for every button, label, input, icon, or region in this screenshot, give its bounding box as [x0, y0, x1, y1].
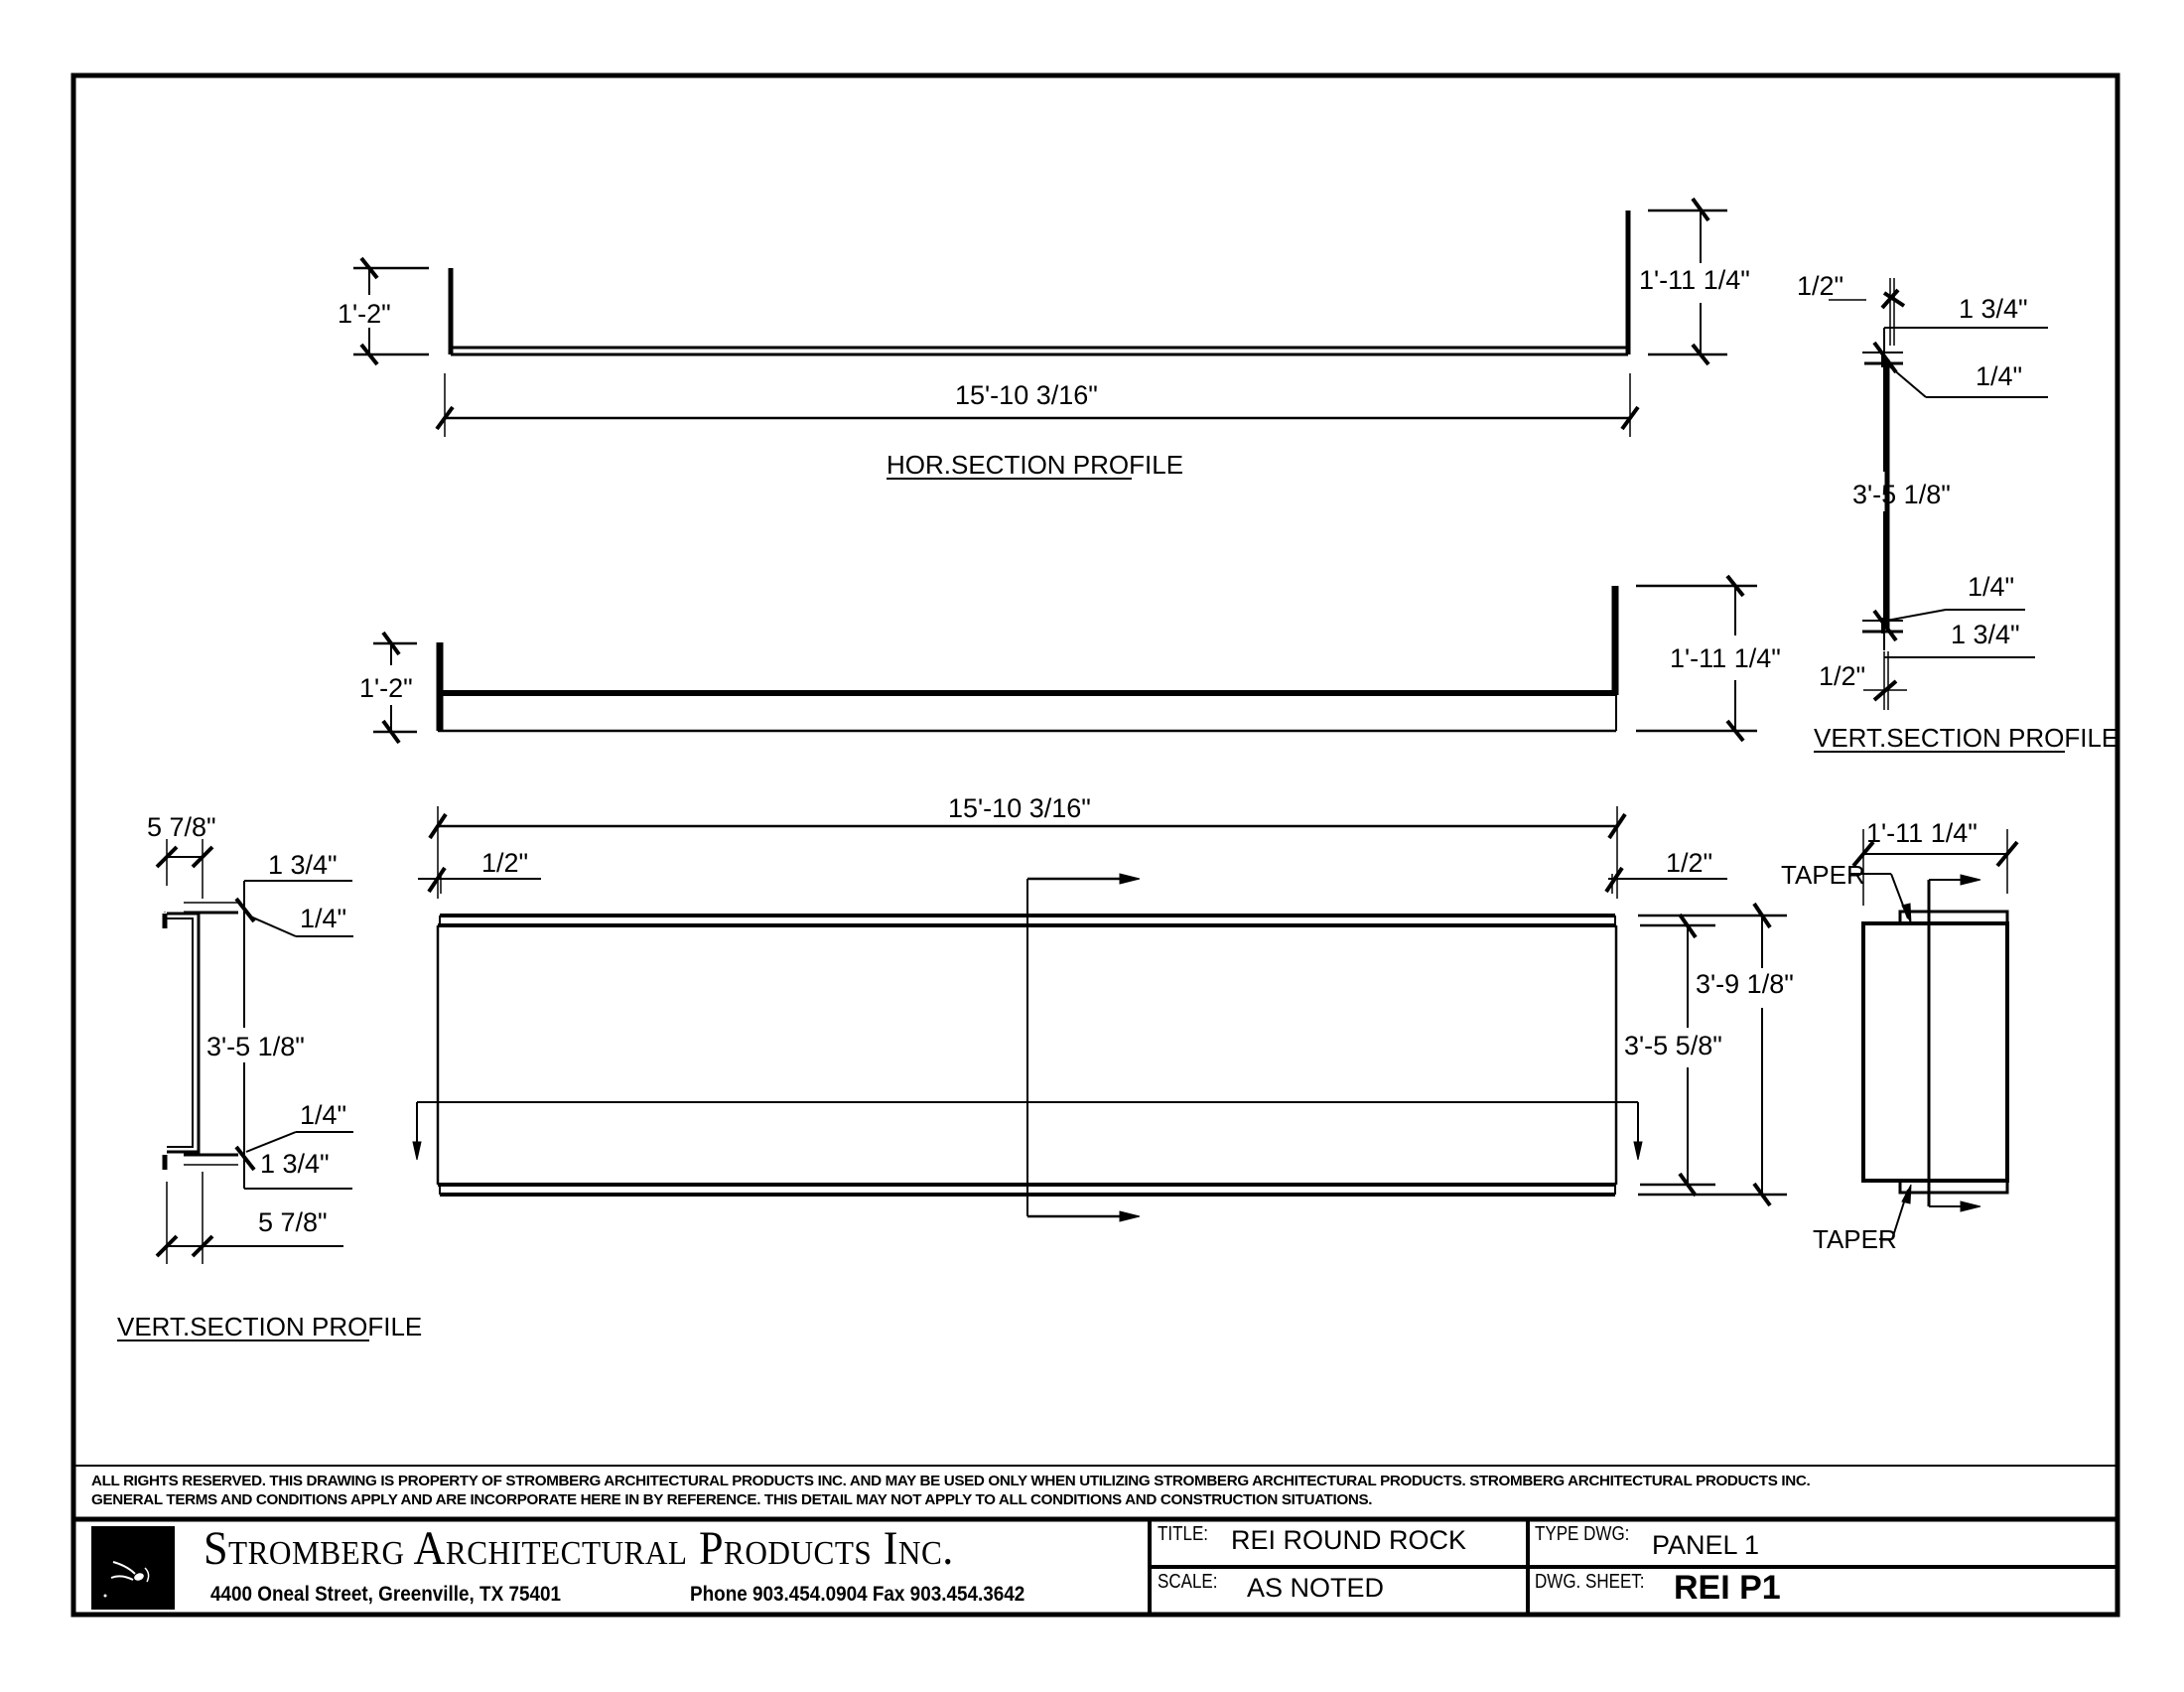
- section-cut-vertical: [1026, 873, 1141, 1222]
- dim-text-inner-height: 3'-5 5/8": [1624, 1031, 1722, 1060]
- type-dwg-value: PANEL 1: [1652, 1530, 1760, 1560]
- dimension-bottom-depth: [155, 1172, 343, 1264]
- dim-text-right-leg: 1'-11 1/4": [1639, 265, 1750, 295]
- copyright-notice: ALL RIGHTS RESERVED. THIS DRAWING IS PRO…: [91, 1472, 2107, 1509]
- note-taper-top: TAPER: [1781, 860, 1865, 890]
- dimension-right-leg: [1636, 574, 1757, 743]
- profile-shape: [448, 211, 1631, 356]
- dim-text-top-flange: 1 3/4": [268, 850, 338, 880]
- dim-text-bottom-flange: 1 3/4": [1951, 620, 2020, 649]
- title-value: REI ROUND ROCK: [1231, 1525, 1467, 1555]
- dim-text-left-leg: 1'-2": [359, 673, 413, 703]
- dim-text-bottom-return: 1/2": [1819, 661, 1865, 691]
- dim-text-bottom-flange: 1 3/4": [260, 1149, 330, 1179]
- dim-text-height: 3'-5 1/8": [1852, 480, 1951, 509]
- profile-shape: [436, 586, 1619, 733]
- dim-text-right-leg: 1'-11 1/4": [1670, 643, 1781, 673]
- view-title-vert-section-left: VERT.SECTION PROFILE: [117, 1312, 422, 1341]
- dimension-left-leg: [373, 631, 417, 745]
- company-logo-icon: [91, 1526, 175, 1610]
- company-contact: Phone 903.454.0904 Fax 903.454.3642: [690, 1583, 1025, 1606]
- dim-text-left-leg: 1'-2": [338, 299, 391, 329]
- scale-value: AS NOTED: [1247, 1573, 1385, 1603]
- dim-text-top-gap: 1/4": [1976, 361, 2022, 391]
- profile-shape: [162, 902, 238, 1170]
- dimension-right-leg: [1648, 197, 1727, 366]
- dim-text-top-return: 1/2": [1797, 271, 1843, 301]
- dim-text-width: 1'-11 1/4": [1866, 818, 1978, 848]
- dimension-length: [428, 806, 1627, 899]
- dimension-length: [435, 373, 1640, 437]
- dimension-top-depth: [155, 839, 214, 899]
- dim-text-overall-height: 3'-9 1/8": [1696, 969, 1794, 999]
- end-view: 1'-11 1/4" TAPER TAPER: [1781, 818, 2019, 1254]
- dim-text-top-depth: 5 7/8": [147, 812, 216, 842]
- dimension-height: [234, 880, 353, 1190]
- taper-leaders: [1850, 873, 1912, 1240]
- type-dwg-label: TYPE DWG:: [1535, 1523, 1630, 1545]
- dim-text-length: 15'-10 3/16": [948, 793, 1091, 823]
- view-title-hor-section: HOR.SECTION PROFILE: [887, 450, 1183, 480]
- dimension-top-return: [1829, 278, 1906, 346]
- plan-profile-view: 1'-2" 1'-11 1/4": [359, 574, 1781, 745]
- sheet-border: [70, 72, 2120, 1618]
- notice-line-2: GENERAL TERMS AND CONDITIONS APPLY AND A…: [91, 1491, 1373, 1508]
- dimension-left-offset: [418, 866, 541, 894]
- dimension-bottom-return: [1863, 651, 1907, 710]
- dim-text-top-gap: 1/4": [300, 904, 346, 933]
- dwg-sheet-label: DWG. SHEET:: [1535, 1571, 1645, 1593]
- note-taper-bottom: TAPER: [1813, 1224, 1897, 1254]
- dim-text-bottom-gap: 1/4": [1968, 572, 2014, 602]
- dim-text-length: 15'-10 3/16": [955, 380, 1098, 410]
- dwg-sheet-value: REI P1: [1674, 1569, 1781, 1607]
- dim-text-left-offset: 1/2": [481, 848, 528, 878]
- dim-text-bottom-gap: 1/4": [300, 1100, 346, 1130]
- section-cut-horizontal: [412, 1101, 1643, 1161]
- title-block-grid: [73, 1465, 2117, 1615]
- elevation-view: 15'-10 3/16" 1/2" 1/2" 3'-9: [412, 793, 1794, 1222]
- dim-text-height: 3'-5 1/8": [206, 1032, 305, 1061]
- dimension-left-leg: [353, 256, 429, 366]
- dimension-heights: [1638, 902, 1787, 1207]
- company-address: 4400 Oneal Street, Greenville, TX 75401: [210, 1583, 562, 1606]
- vert-section-profile-right-view: 1/2" 1 3/4" 1/4" 3'-5 1/8" 1/4" 1 3/4": [1797, 271, 2118, 753]
- dim-text-right-offset: 1/2": [1666, 848, 1712, 878]
- dim-text-bottom-depth: 5 7/8": [258, 1207, 328, 1237]
- end-view-section-arrows: [1929, 874, 1981, 1212]
- scale-label: SCALE:: [1158, 1571, 1218, 1593]
- notice-line-1: ALL RIGHTS RESERVED. THIS DRAWING IS PRO…: [91, 1473, 1811, 1489]
- company-name: Stromberg Architectural Products Inc.: [204, 1522, 954, 1575]
- title-label: TITLE:: [1158, 1523, 1209, 1545]
- dimension-height: [1862, 327, 2048, 658]
- dimension-right-offset: [1604, 866, 1727, 894]
- dimension-width: [1851, 829, 2019, 906]
- end-view-shape: [1861, 880, 2009, 1206]
- hor-section-profile-view: 1'-2" 1'-11 1/4" 15'-10 3/16" HOR.SECTIO…: [338, 197, 1750, 480]
- view-title-vert-section-right: VERT.SECTION PROFILE: [1814, 723, 2118, 753]
- vert-section-profile-left-view: 5 7/8" 1 3/4" 1/4" 3'-5 1/8" 1/4" 1 3/4"…: [117, 812, 422, 1341]
- dim-text-top-flange: 1 3/4": [1959, 294, 2028, 324]
